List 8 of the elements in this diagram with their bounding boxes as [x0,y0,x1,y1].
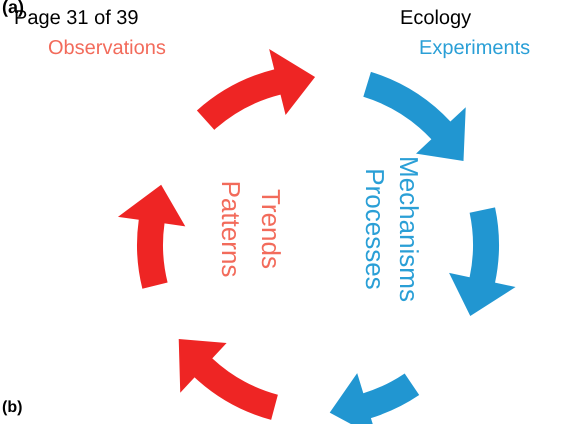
vertical-label: Mechanisms [396,155,422,304]
experiments-label: Experiments [419,38,530,58]
vertical-label: Trends [258,188,284,271]
panel-label: (b) [2,400,22,416]
observations-label: Observations [48,38,166,58]
vertical-label: Processes [362,167,388,292]
vertical-label: Patterns [218,180,244,280]
title-text: Ecology [400,8,472,28]
